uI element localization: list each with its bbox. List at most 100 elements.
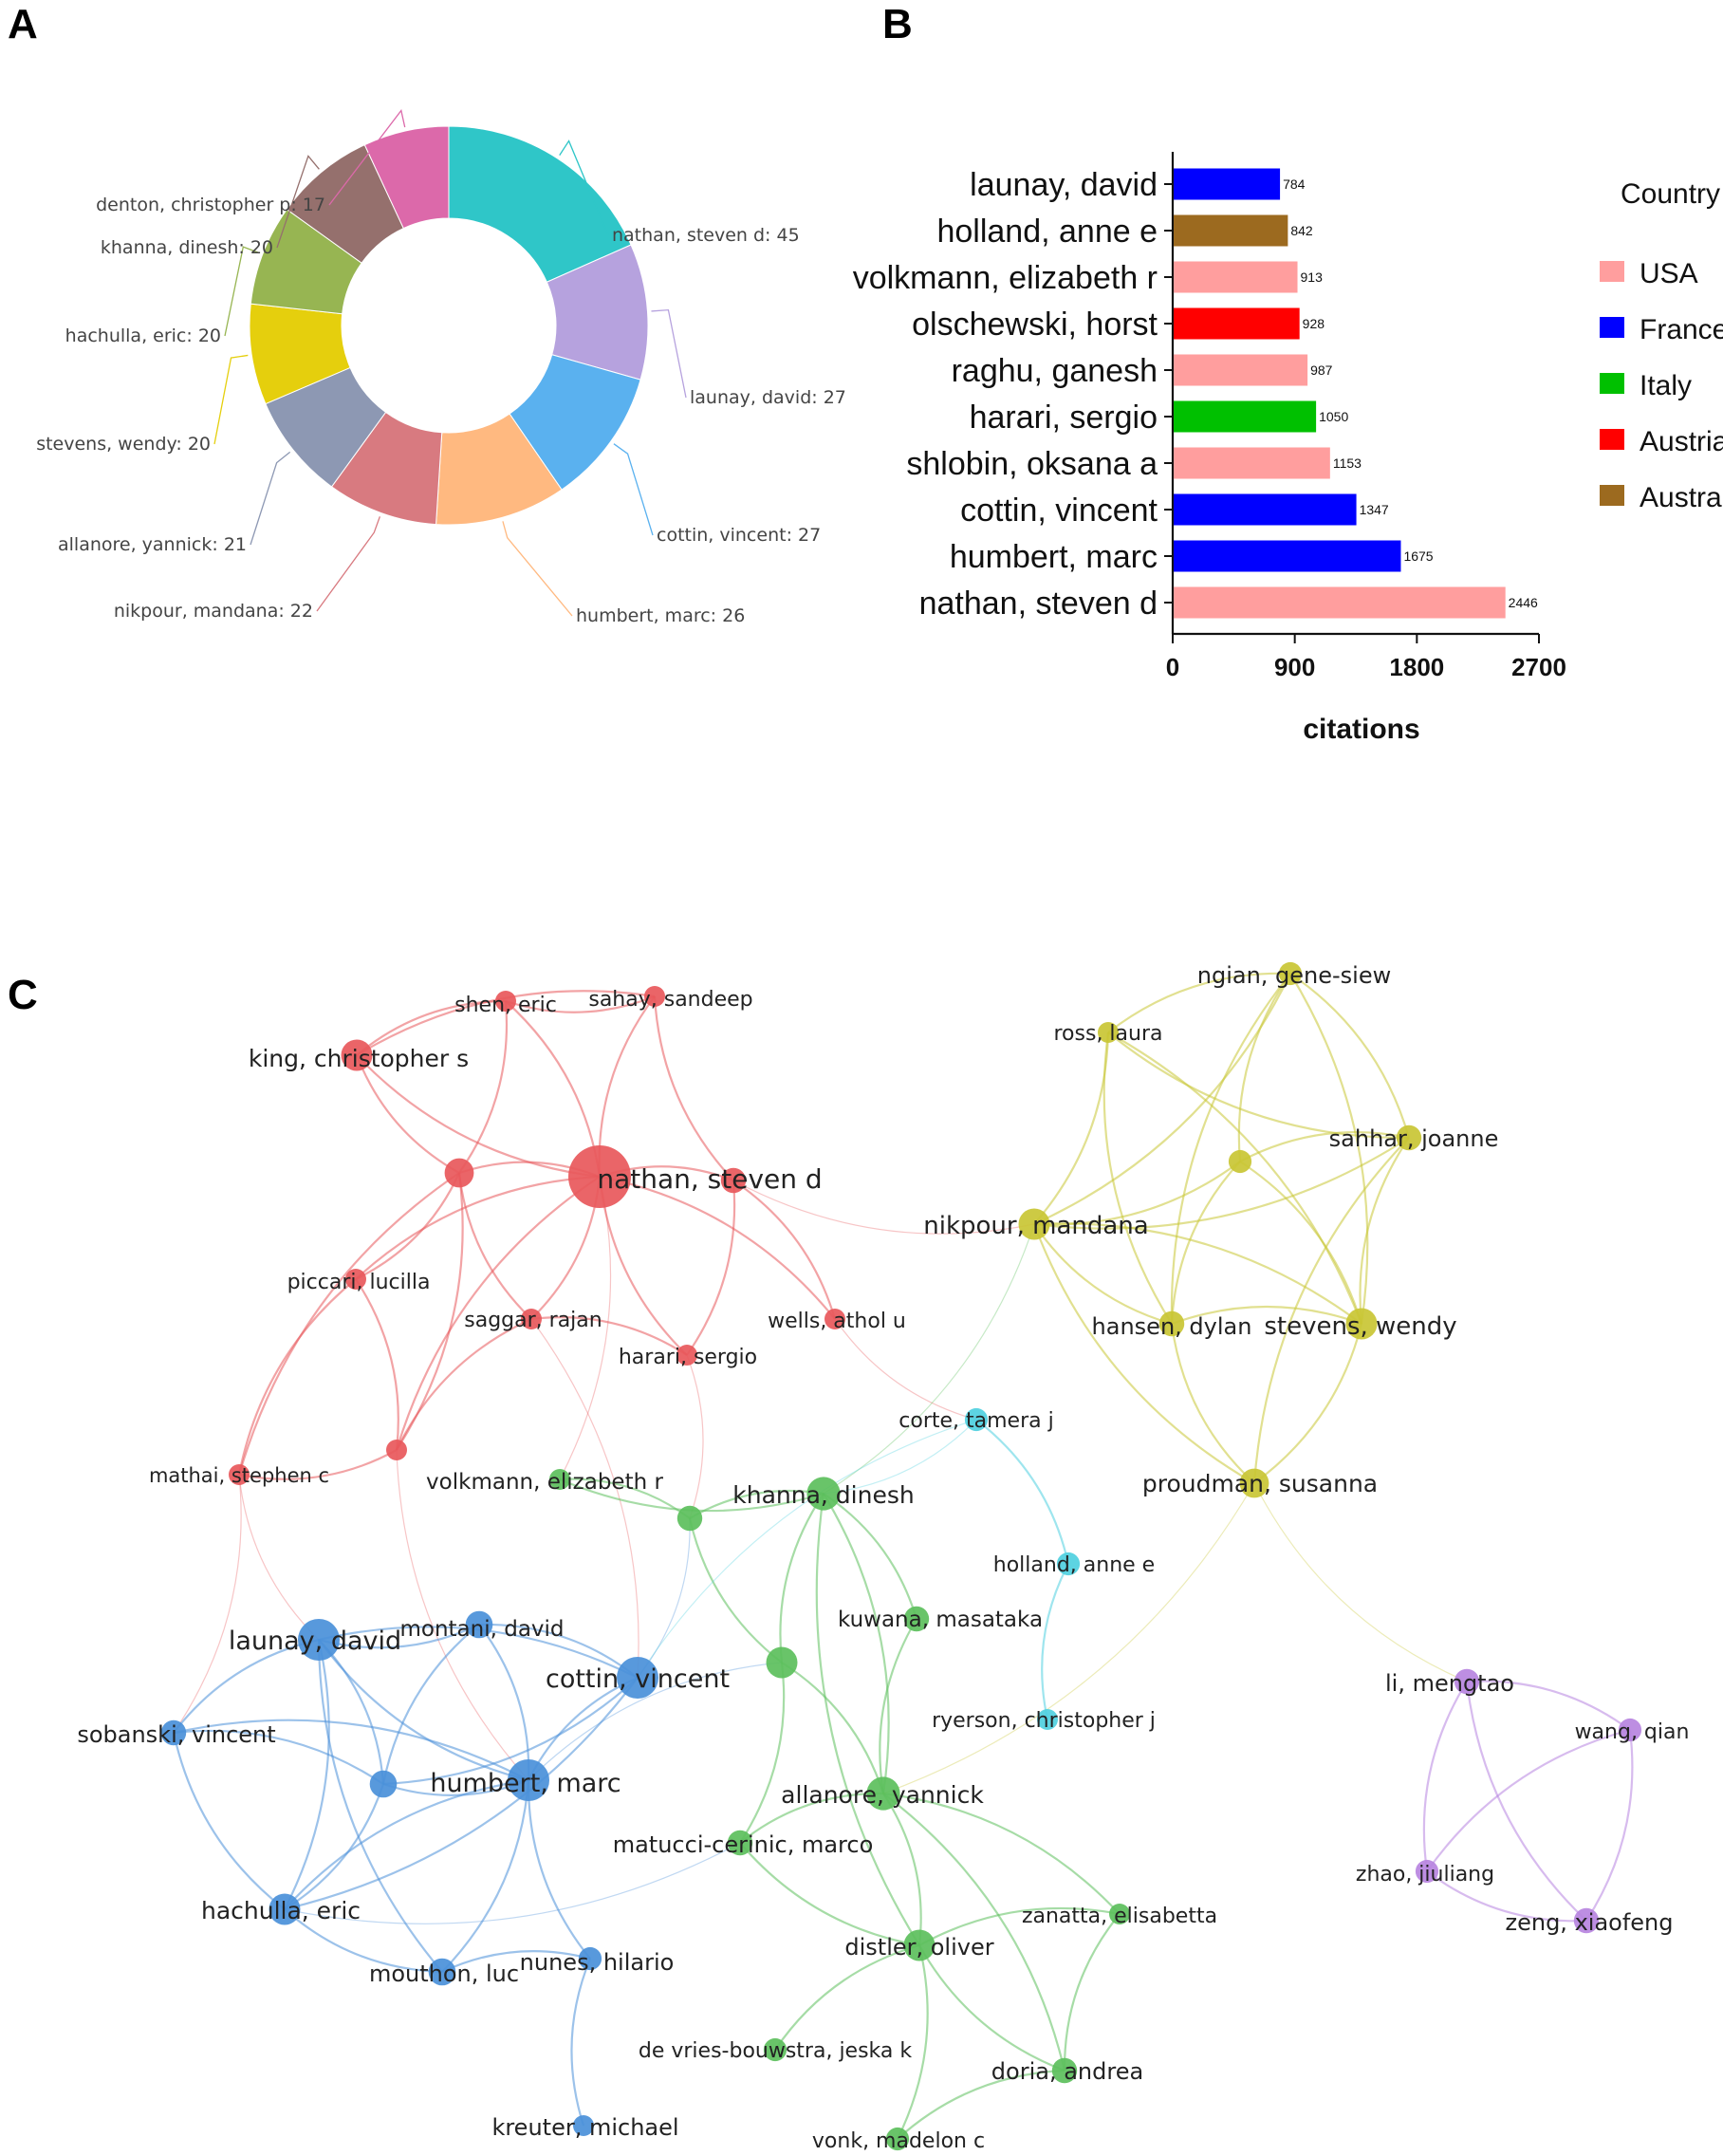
network-edge <box>1033 1137 1410 1230</box>
network-node <box>1396 1124 1422 1151</box>
legend-label: Australia <box>1640 482 1723 513</box>
network-edge <box>1426 1728 1631 1872</box>
network-edge <box>688 1517 783 1663</box>
network-edge <box>395 1176 601 1451</box>
x-tick-label: 2700 <box>1511 653 1566 681</box>
donut-slice-label: cottin, vincent: 27 <box>657 525 821 546</box>
network-node-label: proudman, susanna <box>1142 1470 1378 1497</box>
network-edge <box>528 1662 783 1781</box>
network-node <box>508 1759 549 1801</box>
network-edge <box>1107 1032 1363 1325</box>
network-edge <box>441 1949 591 1973</box>
bar <box>1174 261 1298 293</box>
network-edge <box>237 1278 357 1476</box>
bar-value-label: 842 <box>1290 223 1313 238</box>
bar <box>1174 168 1281 200</box>
bar-category-label: shlobin, oksana a <box>906 446 1158 482</box>
legend-swatch <box>1600 261 1624 282</box>
network-edge <box>1033 973 1291 1226</box>
donut-leader-line <box>276 155 320 249</box>
network-node <box>428 1958 456 1986</box>
network-edge <box>882 1792 1121 1915</box>
network-edge <box>173 1719 529 1781</box>
network-edge <box>355 1172 461 1280</box>
network-node <box>903 1929 936 1961</box>
network-edge <box>879 1618 917 1794</box>
network-node-label: mouthon, luc <box>369 1961 519 1987</box>
network-node-label: humbert, marc <box>430 1769 621 1798</box>
legend-swatch <box>1600 317 1624 338</box>
network-edge <box>739 1792 884 1844</box>
network-edge <box>1253 1482 1468 1682</box>
donut-slice-label: khanna, dinesh: 20 <box>101 237 273 258</box>
network-edge <box>1107 972 1291 1033</box>
legend-swatch <box>1600 373 1624 394</box>
network-edge <box>530 1318 639 1679</box>
network-node-label: zhao, jiuliang <box>1356 1863 1494 1886</box>
donut-slice-label: nikpour, mandana: 22 <box>114 601 313 622</box>
network-node <box>676 1505 703 1532</box>
network-node <box>1573 1907 1600 1934</box>
network-node <box>1278 961 1303 986</box>
network-edges <box>172 972 1634 2140</box>
network-node <box>345 1269 366 1290</box>
network-edge <box>238 1474 320 1641</box>
network-node <box>495 991 516 1012</box>
network-edge <box>637 1419 977 1679</box>
network-edge <box>897 1944 929 2140</box>
bar-category-label: humbert, marc <box>950 539 1158 575</box>
network-edge <box>284 1908 443 1974</box>
network-node-label: kuwana, masataka <box>838 1608 1043 1632</box>
network-node <box>676 1345 697 1366</box>
bar <box>1174 540 1401 572</box>
network-node-label: holland, anne e <box>993 1553 1155 1577</box>
donut-slice-label: hachulla, eric: 20 <box>65 325 221 346</box>
x-tick-label: 900 <box>1274 653 1315 681</box>
network-node-label: launay, david <box>229 1626 401 1656</box>
bar-category-label: launay, david <box>970 167 1158 203</box>
network-node <box>644 986 665 1007</box>
network-node <box>1239 1468 1269 1498</box>
network-node <box>727 1830 753 1856</box>
bar-value-label: 784 <box>1283 177 1306 192</box>
bar-category-label: olschewski, horst <box>912 307 1158 343</box>
network-node <box>720 1167 747 1194</box>
network-edge <box>1170 1161 1241 1325</box>
network-node-label: khanna, dinesh <box>732 1481 914 1509</box>
donut-slice-label: nathan, steven d: 45 <box>612 225 800 246</box>
network-node-label: stevens, wendy <box>1264 1312 1456 1341</box>
network-edge <box>686 1180 736 1356</box>
x-tick-label: 1800 <box>1389 653 1444 681</box>
network-node-label: matucci-cerinic, marco <box>613 1831 874 1858</box>
network-node-label: piccari, lucilla <box>287 1271 431 1294</box>
network-edge <box>975 1419 1070 1565</box>
legend-label: Austria <box>1640 426 1723 457</box>
bar-category-label: raghu, ganesh <box>952 353 1158 389</box>
panel-letter-c: C <box>8 972 38 1018</box>
network-node <box>766 1646 798 1679</box>
network-edge <box>173 1474 242 1734</box>
network-node <box>1345 1308 1378 1340</box>
donut-slice-label: stevens, wendy: 20 <box>36 434 211 455</box>
network-edge <box>732 1180 837 1320</box>
network-node-label: ngian, gene-siew <box>1197 962 1392 989</box>
network-edge <box>834 1318 977 1421</box>
donut-slice <box>448 125 632 283</box>
legend-label: Italy <box>1640 370 1692 401</box>
network-edge <box>559 1176 612 1480</box>
network-node-label: distler, oliver <box>844 1934 993 1961</box>
network-node <box>806 1477 841 1511</box>
network-node-label: doria, andrea <box>991 2058 1143 2085</box>
network-node <box>1454 1668 1480 1695</box>
donut-slice-label: allanore, yannick: 21 <box>58 534 247 555</box>
network-edge <box>815 1493 920 1946</box>
network-node-label: nikpour, mandana <box>923 1212 1148 1240</box>
network-edge <box>284 1639 330 1910</box>
network-node <box>1098 1022 1119 1043</box>
network-node <box>1037 1709 1058 1730</box>
network-edge <box>1171 1305 1362 1326</box>
bar-value-label: 913 <box>1301 270 1324 285</box>
network-edge <box>897 2069 1065 2140</box>
network-node <box>964 1407 989 1432</box>
